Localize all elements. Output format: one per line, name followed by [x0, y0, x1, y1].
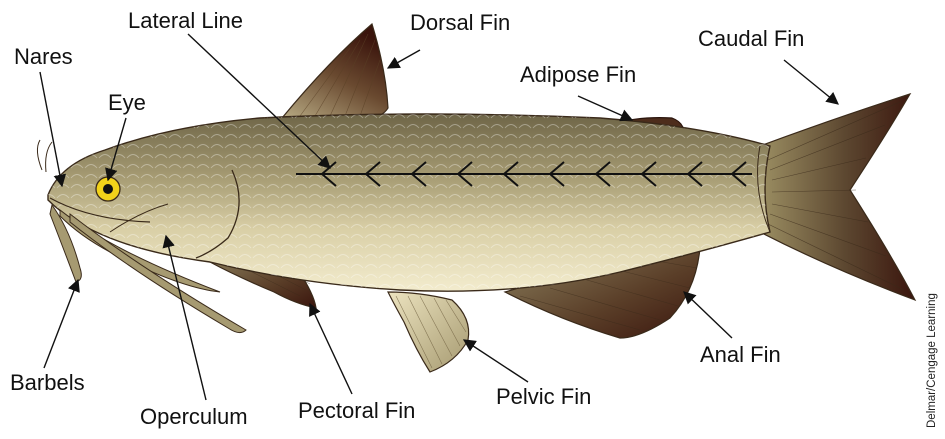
- pelvic-fin-leader: [464, 340, 528, 382]
- label-anal-fin: Anal Fin: [700, 342, 781, 367]
- label-dorsal-fin: Dorsal Fin: [410, 10, 510, 35]
- nares-leader: [40, 72, 62, 186]
- label-lateral-line: Lateral Line: [128, 8, 243, 33]
- label-operculum: Operculum: [140, 404, 248, 429]
- label-pectoral-fin: Pectoral Fin: [298, 398, 415, 423]
- adipose-fin-leader: [578, 96, 632, 120]
- label-barbels: Barbels: [10, 370, 85, 395]
- label-caudal-fin: Caudal Fin: [698, 26, 804, 51]
- pelvic-fin-shape: [388, 292, 469, 372]
- label-nares: Nares: [14, 44, 73, 69]
- caudal-fin-leader: [784, 60, 838, 104]
- eye-shape: [96, 177, 120, 201]
- credit-text: Delmar/Cengage Learning: [926, 293, 938, 428]
- label-pelvic-fin: Pelvic Fin: [496, 384, 591, 409]
- label-eye: Eye: [108, 90, 146, 115]
- caudal-fin-shape: [760, 94, 915, 300]
- dorsal-fin-shape: [282, 24, 388, 118]
- label-adipose-fin: Adipose Fin: [520, 62, 636, 87]
- anal-fin-leader: [684, 292, 732, 338]
- dorsal-fin-leader: [388, 50, 420, 68]
- barbels-leader: [44, 280, 78, 368]
- pectoral-fin-leader: [310, 304, 352, 394]
